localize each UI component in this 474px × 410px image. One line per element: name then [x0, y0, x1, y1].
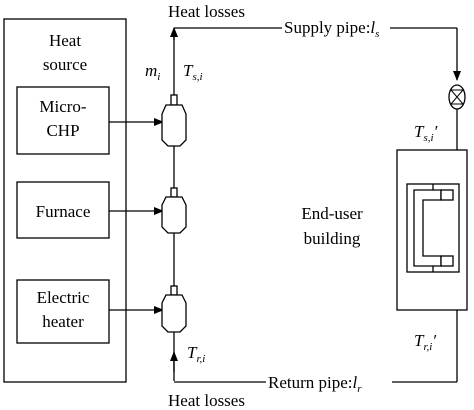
micro-chp-box: [16, 86, 110, 155]
micro-chp-label-line2: CHP: [46, 121, 79, 140]
user-supply-temp-label: Ts,i′: [414, 122, 438, 144]
exchanger-electric-heater-icon: [161, 285, 187, 333]
heat-source-title-line1: Heat: [49, 31, 81, 50]
micro-chp-label-line1: Micro-: [39, 97, 87, 116]
heat-source-title-line2: source: [43, 55, 87, 74]
return-temp-label: Tr,i: [187, 343, 205, 365]
return-pipe-label: Return pipe:lr: [268, 373, 362, 395]
electric-heater-label-line2: heater: [42, 312, 84, 331]
exchanger-micro-chp-icon: [161, 94, 187, 147]
electric-heater-box: [16, 279, 110, 344]
exchanger-furnace-icon: [161, 187, 187, 234]
user-return-temp-label: Tr,i′: [414, 331, 436, 353]
valve-icon: [448, 84, 466, 110]
radiator-icon: [406, 183, 460, 273]
heat-losses-top-label: Heat losses: [168, 2, 245, 21]
electric-heater-label-line1: Electric: [37, 288, 90, 307]
furnace-box: [16, 181, 110, 239]
heat-losses-bottom-label: Heat losses: [168, 391, 245, 410]
supply-pipe-label: Supply pipe:ls: [284, 18, 379, 40]
supply-temp-label: Ts,i: [183, 61, 203, 83]
end-user-label-line2: building: [304, 229, 361, 248]
end-user-label-line1: End-user: [301, 204, 363, 223]
mass-flow-label: mi: [145, 61, 160, 83]
furnace-label: Furnace: [36, 202, 91, 221]
